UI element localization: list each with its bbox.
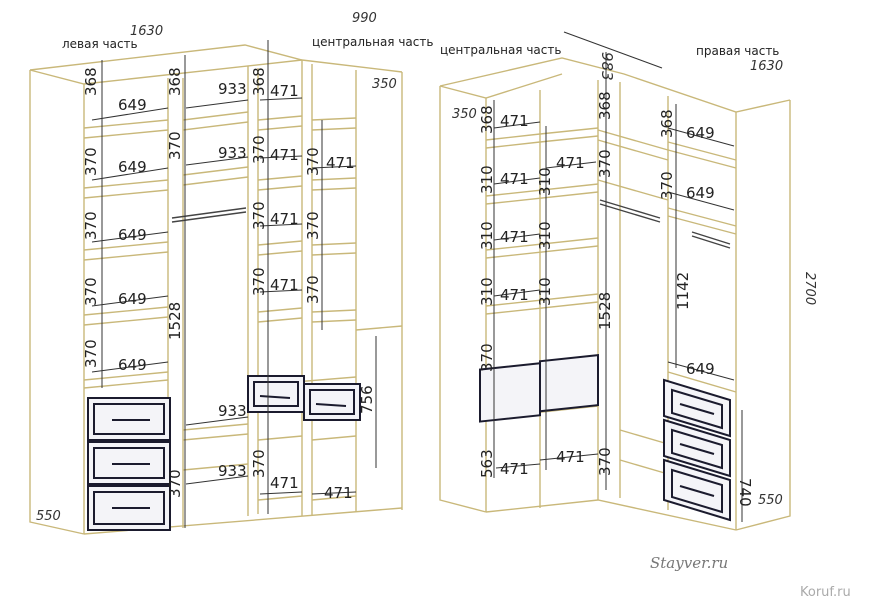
dim-shelf-649: 649 xyxy=(118,356,147,374)
dim-h-1142: 1142 xyxy=(674,272,692,310)
dim-shelf-471: 471 xyxy=(500,112,529,130)
left-dimension-lines xyxy=(91,40,377,528)
dim-h-1528: 1528 xyxy=(166,302,184,340)
dim-shelf-649: 649 xyxy=(118,290,147,308)
dim-h-368: 368 xyxy=(658,109,676,138)
dim-h-370: 370 xyxy=(82,211,100,240)
dim-shelf-471: 471 xyxy=(500,170,529,188)
dim-depth-a: 350 xyxy=(372,77,397,92)
dim-shelf-471: 471 xyxy=(556,448,585,466)
dim-h-310: 310 xyxy=(536,277,554,306)
dim-h-370: 370 xyxy=(658,171,676,200)
dim-h-370: 370 xyxy=(250,449,268,478)
dim-h-370: 370 xyxy=(82,147,100,176)
dim-h-368: 368 xyxy=(250,67,268,96)
dim-shelf-649: 649 xyxy=(118,96,147,114)
dim-h-310: 310 xyxy=(536,221,554,250)
right-drawers xyxy=(479,354,731,522)
dim-shelf-471: 471 xyxy=(270,276,299,294)
dim-shelf-933: 933 xyxy=(218,80,247,98)
dim-h-368: 368 xyxy=(82,67,100,96)
dim-left-width: 1630 xyxy=(130,24,163,39)
dim-right-width: 1630 xyxy=(750,59,783,74)
dim-h-370: 370 xyxy=(250,135,268,164)
dim-height: 2700 xyxy=(802,272,817,305)
label-right-part: правая часть xyxy=(696,44,779,58)
dim-h-370: 370 xyxy=(166,469,184,498)
dim-shelf-471: 471 xyxy=(326,154,355,172)
label-central-part-b: центральная часть xyxy=(440,43,561,57)
right-hanging-rails xyxy=(599,199,731,249)
dim-depth-right: 550 xyxy=(758,493,783,508)
left-hanging-rail xyxy=(171,207,247,223)
dim-h-310: 310 xyxy=(536,167,554,196)
right-dimension-lines xyxy=(493,31,743,522)
dim-shelf-471: 471 xyxy=(270,210,299,228)
dim-h-310: 310 xyxy=(478,221,496,250)
label-left-part: левая часть xyxy=(62,37,138,51)
dim-h-370: 370 xyxy=(82,277,100,306)
dim-h-740: 740 xyxy=(736,478,754,507)
dim-shelf-933: 933 xyxy=(218,402,247,420)
dim-depth-b: 350 xyxy=(452,107,477,122)
dim-h-370: 370 xyxy=(82,339,100,368)
dim-shelf-649: 649 xyxy=(118,158,147,176)
label-central-part-a: центральная часть xyxy=(312,35,433,49)
dim-shelf-933: 933 xyxy=(218,462,247,480)
dim-h-368: 368 xyxy=(478,105,496,134)
dim-h-368: 368 xyxy=(596,91,614,120)
left-wardrobe-carcass xyxy=(29,44,403,535)
dim-h-370: 370 xyxy=(304,275,322,304)
watermark-site: Stayver.ru xyxy=(650,554,728,572)
dim-shelf-471: 471 xyxy=(556,154,585,172)
dim-shelf-471: 471 xyxy=(270,474,299,492)
dim-h-370: 370 xyxy=(596,149,614,178)
left-drawers xyxy=(87,375,361,531)
dim-shelf-471: 471 xyxy=(270,146,299,164)
dim-depth-left: 550 xyxy=(36,509,61,524)
dim-h-370: 370 xyxy=(478,343,496,372)
dim-central-width-b: 983 xyxy=(598,52,616,81)
dim-shelf-471: 471 xyxy=(324,484,353,502)
dim-shelf-649: 649 xyxy=(686,184,715,202)
dim-h-756: 756 xyxy=(358,385,376,414)
dim-shelf-933: 933 xyxy=(218,144,247,162)
dim-h-370: 370 xyxy=(250,267,268,296)
dim-shelf-649: 649 xyxy=(686,124,715,142)
dim-h-370: 370 xyxy=(596,447,614,476)
dim-h-310: 310 xyxy=(478,165,496,194)
dim-h-310: 310 xyxy=(478,277,496,306)
dim-shelf-649: 649 xyxy=(686,360,715,378)
dim-h-370: 370 xyxy=(304,147,322,176)
dim-shelf-471: 471 xyxy=(500,286,529,304)
dim-h-563: 563 xyxy=(478,449,496,478)
dim-central-width-a: 990 xyxy=(352,11,377,26)
dim-h-368: 368 xyxy=(166,67,184,96)
dim-h-370: 370 xyxy=(250,201,268,230)
watermark-corner: Koruf.ru xyxy=(800,585,851,600)
dim-h-370: 370 xyxy=(304,211,322,240)
dim-shelf-649: 649 xyxy=(118,226,147,244)
dim-h-370: 370 xyxy=(166,131,184,160)
dim-shelf-471: 471 xyxy=(500,228,529,246)
dim-shelf-471: 471 xyxy=(270,82,299,100)
dim-h-1528: 1528 xyxy=(596,292,614,330)
dim-shelf-471: 471 xyxy=(500,460,529,478)
